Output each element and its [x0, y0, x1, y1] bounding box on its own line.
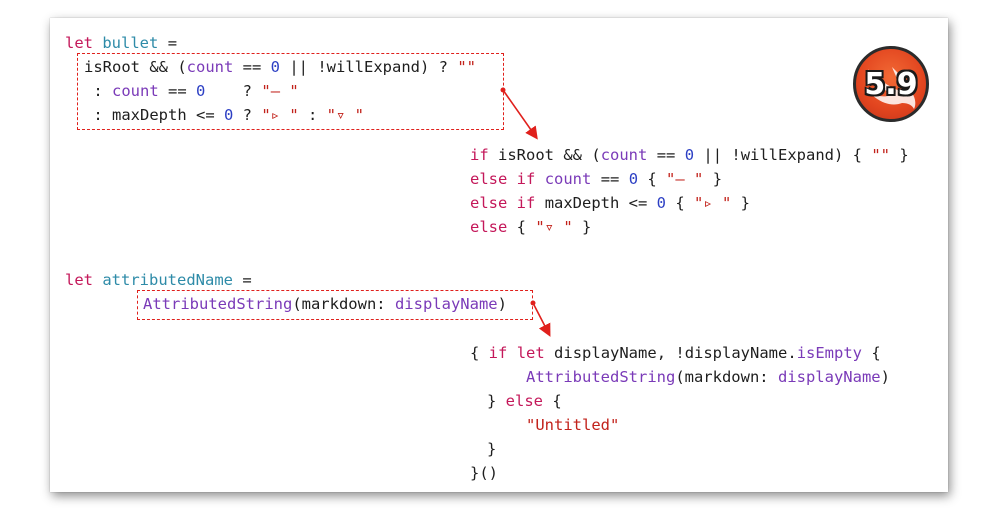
swift-version-badge: 5.9	[853, 46, 929, 122]
swift-bird-icon	[868, 67, 916, 109]
code-line-closure-4: "Untitled"	[526, 416, 620, 434]
code-line-closure-2: AttributedString(markdown: displayName)	[526, 368, 890, 386]
code-line-attributed-init: AttributedString(markdown: displayName)	[143, 295, 507, 313]
code-line-closure-6: }()	[470, 464, 498, 482]
arrow-ternary-to-if	[502, 89, 538, 140]
keyword-let: let	[65, 34, 93, 52]
code-line-closure-3: } else {	[487, 392, 562, 410]
code-line-closure-1: { if let displayName, !displayName.isEmp…	[470, 344, 881, 362]
code-line-if-3: else if maxDepth <= 0 { "▹ " }	[470, 194, 751, 212]
annotation-arrows	[500, 87, 551, 337]
code-line-if-2: else if count == 0 { "– " }	[470, 170, 723, 188]
code-line-ternary-2: : count == 0 ? "– "	[93, 82, 299, 100]
code-line-if-4: else { "▿ " }	[470, 218, 592, 236]
variable-bullet: bullet	[102, 34, 159, 52]
code-line-if-1: if isRoot && (count == 0 || !willExpand)…	[470, 146, 909, 164]
code-line-ternary-1: isRoot && (count == 0 || !willExpand) ? …	[84, 58, 476, 76]
arrow-attributed-to-closure	[532, 302, 551, 337]
code-line-closure-5: }	[487, 440, 497, 458]
code-line-ternary-3: : maxDepth <= 0 ? "▹ " : "▿ "	[93, 106, 364, 124]
code-slide: let bullet = isRoot && (count == 0 || !w…	[50, 18, 948, 492]
swift-version-label: 5.9	[864, 66, 918, 102]
code-line-let-bullet: let bullet =	[65, 34, 178, 52]
code-line-let-attributed: let attributedName =	[65, 271, 252, 289]
variable-attributedName: attributedName	[102, 271, 233, 289]
